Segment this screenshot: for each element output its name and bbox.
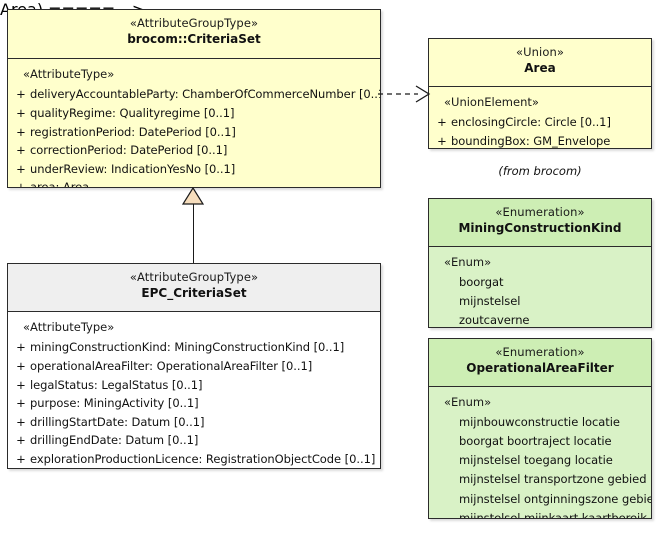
visibility-marker: +	[16, 358, 26, 373]
attribute-signature: enclosingCircle: Circle [0..1]	[451, 115, 611, 130]
visibility-marker: +	[16, 180, 26, 188]
attribute-signature: legalStatus: LegalStatus [0..1]	[30, 377, 203, 392]
visibility-marker: +	[16, 452, 26, 466]
attribute-signature: explorationProductionLicence: Registrati…	[30, 452, 376, 466]
attribute-row[interactable]: + registrationPeriod: DatePeriod [0..1]	[12, 123, 376, 142]
class-body-criteriaset: «AttributeType» + deliveryAccountablePar…	[8, 59, 380, 188]
attribute-signature: operationalAreaFilter: OperationalAreaFi…	[30, 358, 313, 373]
visibility-marker: +	[16, 87, 26, 102]
enum-literal[interactable]: boorgat boortraject locatie	[459, 434, 612, 449]
enum-literal[interactable]: mijnbouwconstructie locatie	[459, 415, 620, 430]
enum-name: OperationalAreaFilter	[466, 360, 614, 375]
enum-name: MiningConstructionKind	[458, 220, 622, 235]
visibility-marker: +	[16, 377, 26, 392]
attribute-signature: purpose: MiningActivity [0..1]	[30, 396, 199, 411]
enum-body-operational-area-filter: «Enum» mijnbouwconstructie locatie boorg…	[429, 387, 652, 519]
enum-header-mining-construction-kind: «Enumeration» MiningConstructionKind	[429, 199, 651, 247]
attribute-row[interactable]: + explorationProductionLicence: Registra…	[12, 450, 376, 468]
attribute-signature: underReview: IndicationYesNo [0..1]	[30, 161, 236, 176]
generalization-line[interactable]	[193, 203, 194, 263]
attribute-signature: area: Area	[30, 180, 90, 188]
attribute-row[interactable]: + deliveryAccountableParty: ChamberOfCom…	[12, 85, 380, 104]
attribute-group-stereotype: «AttributeType»	[23, 320, 115, 334]
class-body-area: «UnionElement» + enclosingCircle: Circle…	[429, 87, 651, 148]
attribute-signature: boundingBox: GM_Envelope	[451, 133, 611, 148]
attribute-row[interactable]: + qualityRegime: Qualityregime [0..1]	[12, 104, 376, 123]
visibility-marker: +	[16, 161, 26, 176]
enum-box-mining-construction-kind[interactable]: «Enumeration» MiningConstructionKind «En…	[428, 198, 652, 328]
visibility-marker: +	[16, 340, 26, 355]
attribute-signature: drillingEndDate: Datum [0..1]	[30, 433, 199, 448]
visibility-marker: +	[16, 143, 26, 158]
class-name: brocom::CriteriaSet	[127, 31, 261, 46]
attribute-row[interactable]: + area: Area	[12, 178, 376, 188]
class-box-epc-criteriaset[interactable]: «AttributeGroupType» EPC_CriteriaSet «At…	[7, 263, 381, 469]
class-header-criteriaset: «AttributeGroupType» brocom::CriteriaSet	[8, 10, 380, 59]
enum-literal[interactable]: mijnstelsel ontginningszone gebied	[459, 491, 652, 506]
attribute-signature: correctionPeriod: DatePeriod [0..1]	[30, 143, 228, 158]
attribute-signature: deliveryAccountableParty: ChamberOfComme…	[30, 87, 381, 102]
generalization-triangle-icon	[182, 187, 204, 205]
attribute-row[interactable]: + drillingEndDate: Datum [0..1]	[12, 431, 376, 450]
enum-literal[interactable]: mijnstelsel transportzone gebied	[459, 472, 647, 487]
class-stereotype: «Union»	[516, 45, 564, 59]
dependency-arrow[interactable]	[378, 82, 432, 106]
class-body-epc-criteriaset: «AttributeType» + miningConstructionKind…	[8, 312, 380, 468]
visibility-marker: +	[16, 433, 26, 448]
attribute-signature: registrationPeriod: DatePeriod [0..1]	[30, 124, 236, 139]
enum-group-stereotype: «Enum»	[444, 395, 492, 409]
class-header-epc-criteriaset: «AttributeGroupType» EPC_CriteriaSet	[8, 264, 380, 312]
attribute-row[interactable]: + correctionPeriod: DatePeriod [0..1]	[12, 141, 376, 160]
visibility-marker: +	[16, 396, 26, 411]
class-name: Area	[524, 60, 556, 75]
attribute-group-stereotype: «UnionElement»	[444, 95, 539, 109]
attribute-signature: miningConstructionKind: MiningConstructi…	[30, 340, 345, 355]
enum-stereotype: «Enumeration»	[495, 205, 585, 219]
attribute-group-stereotype: «AttributeType»	[23, 67, 115, 81]
visibility-marker: +	[16, 105, 26, 120]
attribute-row[interactable]: + legalStatus: LegalStatus [0..1]	[12, 376, 376, 395]
attribute-signature: drillingStartDate: Datum [0..1]	[30, 414, 205, 429]
attribute-signature: qualityRegime: Qualityregime [0..1]	[30, 105, 235, 120]
class-box-area[interactable]: «Union» Area «UnionElement» + enclosingC…	[428, 38, 652, 149]
attribute-row[interactable]: + underReview: IndicationYesNo [0..1]	[12, 160, 376, 179]
class-stereotype: «AttributeGroupType»	[129, 270, 259, 284]
attribute-row[interactable]: + drillingStartDate: Datum [0..1]	[12, 413, 376, 432]
class-header-area: «Union» Area	[429, 39, 651, 87]
attribute-row[interactable]: + purpose: MiningActivity [0..1]	[12, 394, 376, 413]
enum-stereotype: «Enumeration»	[495, 345, 585, 359]
class-stereotype: «AttributeGroupType»	[129, 16, 259, 30]
visibility-marker: +	[16, 124, 26, 139]
enum-literal[interactable]: mijnstelsel	[459, 294, 521, 309]
enum-literal[interactable]: boorgat	[459, 275, 504, 290]
attribute-row[interactable]: + enclosingCircle: Circle [0..1]	[433, 113, 647, 132]
visibility-marker: +	[437, 115, 447, 130]
enum-literal[interactable]: mijnstelsel toegang locatie	[459, 453, 613, 468]
enum-header-operational-area-filter: «Enumeration» OperationalAreaFilter	[429, 339, 651, 387]
enum-literal[interactable]: zoutcaverne	[459, 313, 530, 328]
enum-literal[interactable]: mijnstelsel mijnkaart kaartbereik	[459, 510, 647, 519]
enum-box-operational-area-filter[interactable]: «Enumeration» OperationalAreaFilter «Enu…	[428, 338, 652, 519]
package-origin-note: (from brocom)	[498, 164, 582, 178]
enum-body-mining-construction-kind: «Enum» boorgat mijnstelsel zoutcaverne	[429, 247, 651, 328]
attribute-row[interactable]: + boundingBox: GM_Envelope	[433, 132, 647, 148]
visibility-marker: +	[437, 133, 447, 148]
enum-group-stereotype: «Enum»	[444, 255, 492, 269]
visibility-marker: +	[16, 414, 26, 429]
class-name: EPC_CriteriaSet	[141, 285, 247, 300]
attribute-row[interactable]: + miningConstructionKind: MiningConstruc…	[12, 338, 376, 357]
class-box-criteriaset[interactable]: «AttributeGroupType» brocom::CriteriaSet…	[7, 9, 381, 188]
attribute-row[interactable]: + operationalAreaFilter: OperationalArea…	[12, 357, 376, 376]
